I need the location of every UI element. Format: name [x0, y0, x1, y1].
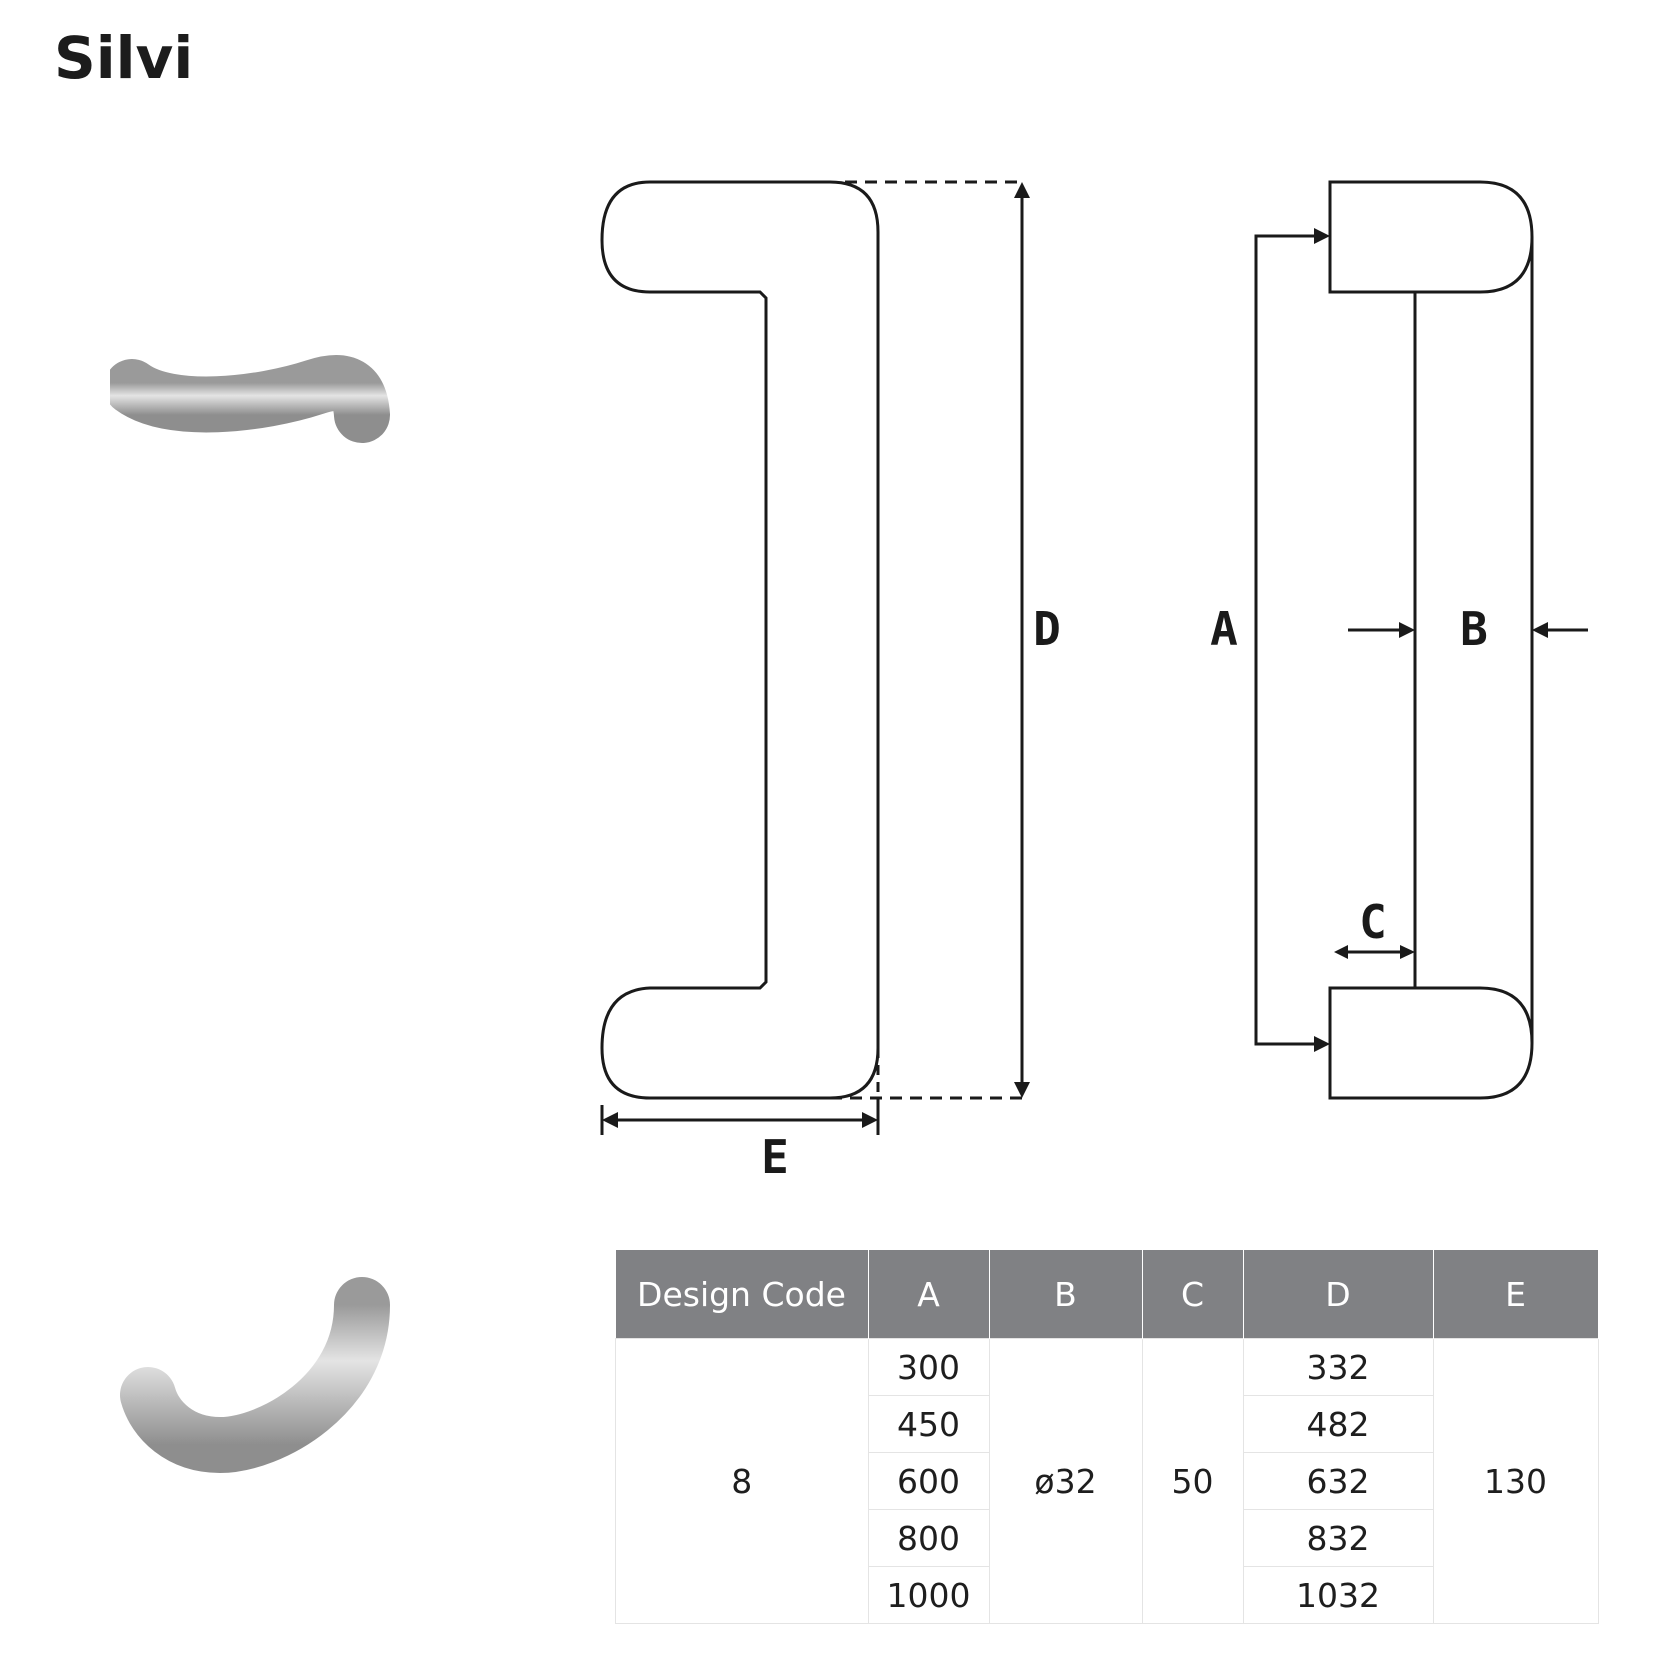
table-row: 450 482 — [616, 1395, 1599, 1453]
cell-d: 1032 — [1242, 1566, 1434, 1624]
side-view-top-block — [1328, 180, 1534, 294]
header-b: B — [989, 1250, 1143, 1339]
page-title: Silvi — [54, 24, 194, 92]
table-row: 1000 1032 — [616, 1566, 1599, 1624]
cell-c: 50 — [1141, 1338, 1244, 1624]
label-c: C — [1359, 895, 1387, 949]
header-e: E — [1433, 1250, 1599, 1339]
header-d: D — [1243, 1250, 1434, 1339]
front-view-outline — [600, 180, 880, 1100]
header-a: A — [868, 1250, 990, 1339]
cell-a: 1000 — [867, 1566, 990, 1624]
cell-a: 300 — [867, 1338, 990, 1396]
cell-a: 800 — [867, 1509, 990, 1567]
label-d: D — [1033, 602, 1061, 656]
table-row: 800 832 — [616, 1509, 1599, 1567]
table-row: 600 632 — [616, 1452, 1599, 1510]
dimension-drawing: D A B C E — [600, 180, 1588, 1184]
cell-d: 332 — [1242, 1338, 1434, 1396]
header-design-code: Design Code — [615, 1250, 869, 1339]
cell-d: 482 — [1242, 1395, 1434, 1453]
side-view-bottom-block — [1328, 986, 1534, 1100]
header-c: C — [1142, 1250, 1244, 1339]
handle-product-image — [110, 355, 390, 1474]
label-a: A — [1210, 602, 1238, 656]
cell-a: 450 — [867, 1395, 990, 1453]
dimensions-table: Design Code A B C D E 8 300 ø32 50 332 1… — [615, 1250, 1599, 1624]
dimension-a-line — [1254, 234, 1320, 1046]
cell-design-code: 8 — [615, 1338, 869, 1624]
cell-d: 832 — [1242, 1509, 1434, 1567]
table-row: 8 300 ø32 50 332 130 — [615, 1338, 1599, 1624]
cell-d: 632 — [1242, 1452, 1434, 1510]
cell-e: 130 — [1432, 1338, 1599, 1624]
cell-b: ø32 — [988, 1338, 1143, 1624]
label-b: B — [1460, 602, 1488, 656]
table-header-row: Design Code A B C D E — [615, 1250, 1599, 1339]
cell-a: 600 — [867, 1452, 990, 1510]
label-e: E — [761, 1130, 789, 1184]
